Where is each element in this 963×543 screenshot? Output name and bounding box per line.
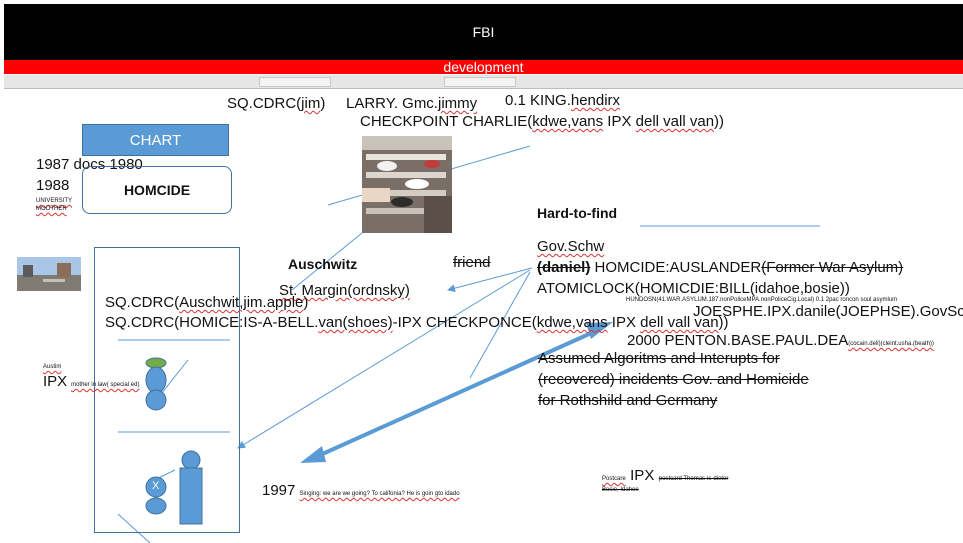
moother-label: MOOTHER (36, 206, 67, 212)
figure-x-label: X (152, 480, 160, 492)
double-arrow-shaft (317, 328, 599, 458)
university-label: UNIVERSITY (36, 198, 73, 204)
year-1987-docs: 1987 docs 1980 (36, 156, 143, 173)
double-arrow-head-left (300, 446, 326, 463)
assumed-line-1: Assumed Algoritms and Interupts for (538, 350, 780, 367)
ruler-bar (4, 75, 963, 89)
assumed-line-2: (recovered) incidents Gov. and Homicide (538, 371, 809, 388)
connector-arrow (447, 267, 533, 293)
ruler-segment (259, 77, 331, 87)
ruler-segment (444, 77, 516, 87)
figure-panel (94, 247, 240, 533)
shoe-store-photo (362, 136, 452, 233)
title-bar: FBI (4, 4, 963, 60)
page-title: FBI (472, 24, 495, 40)
larry-gmc-jimmy: LARRY. Gmc.jimmy (346, 95, 478, 112)
figure-person-1 (145, 357, 167, 411)
page-subtitle: development (443, 59, 524, 75)
figure-person-2 (145, 476, 167, 515)
bosie-idahoe-label: Bosie, Idahoe (602, 487, 639, 493)
homcide-auslander-line: (daniel) HOMCIDE:AUSLANDER(Former War As… (537, 259, 904, 276)
connector-line (469, 271, 531, 379)
street-photo (17, 257, 81, 291)
gov-schw-label: Gov.Schw (537, 238, 605, 255)
connector-line (291, 232, 363, 291)
ipx-left: IPX mother in law( special ed) (43, 373, 140, 390)
connector-arrow (237, 269, 531, 449)
figure-person-3 (179, 450, 203, 525)
checkpoint-charlie: CHECKPOINT CHARLIE(kdwe,vans IPX dell va… (360, 113, 725, 130)
friend-label: friend (453, 254, 491, 271)
chart-button[interactable]: CHART (82, 124, 229, 156)
connector-line (117, 513, 151, 543)
st-margin-label: St. Margin(ordnsky) (279, 282, 410, 299)
austim-label: Austim (43, 364, 62, 370)
hard-to-find-heading: Hard-to-find (537, 205, 618, 221)
year-1997-line: 1997 Singing: we are we going? To califo… (262, 482, 460, 499)
auschwitz-label: Auschwitz (288, 256, 358, 272)
homcide-box[interactable]: HOMCIDE (82, 166, 232, 214)
hundosn-line: HUNDOSN(41.WAR.ASYLUM.187.nonPoliceMPA.n… (626, 297, 898, 303)
chart-button-label: CHART (129, 131, 182, 149)
king-hendirx: 0.1 KING.hendirx (505, 92, 621, 109)
penton-line: 2000 PENTON.BASE.PAUL.DEA(cocain.dell)(c… (627, 332, 934, 349)
sq-cdrc-jim: SQ.CDRC(jim) (227, 95, 326, 112)
atomiclock-line: ATOMICLOCK(HOMICDIE:BILL(idahoe,bosie)) (537, 280, 850, 297)
year-1988: 1988 (36, 177, 70, 194)
homcide-label: HOMCIDE (123, 182, 191, 198)
assumed-line-3: for Rothshild and Germany (538, 392, 718, 409)
double-arrow-head-right (586, 322, 613, 339)
sq-cdrc-auschwit: SQ.CDRC(Auschwit,jim.apple) (105, 294, 309, 311)
postcard-block: Postcare IPX postcard Thomas-is-dieter (602, 467, 729, 484)
joesphe-line: JOESPHE.IPX.danile(JOEPHSE).GovSchw (693, 303, 963, 320)
subtitle-bar: development (4, 60, 963, 74)
sq-cdrc-homice: SQ.CDRC(HOMICE:IS-A-BELL.van(shoes)-IPX … (105, 314, 729, 331)
